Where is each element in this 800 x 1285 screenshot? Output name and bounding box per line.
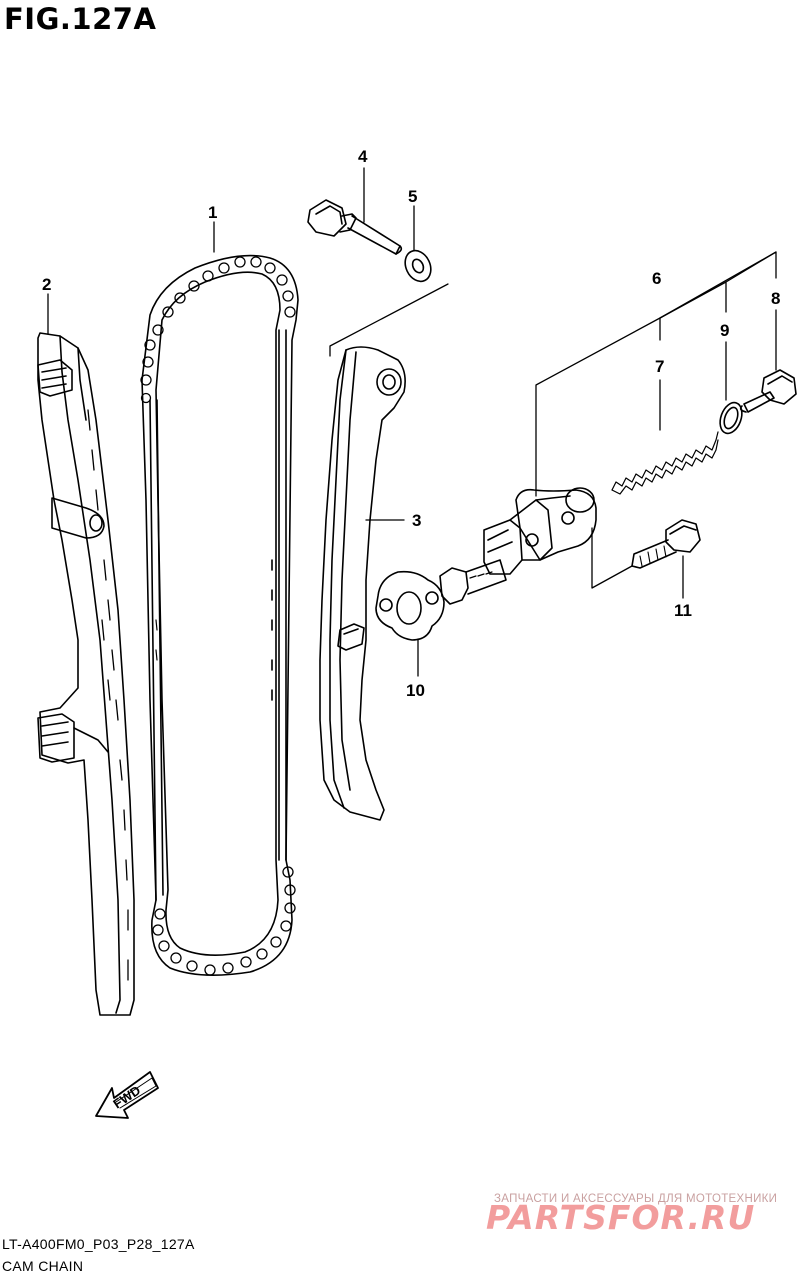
o-ring-part-9 [719, 401, 743, 435]
cap-bolt-part-8 [739, 369, 797, 413]
callout-11: 11 [674, 601, 692, 620]
tensioner-lever-part-3 [319, 346, 406, 821]
diagram-code: LT-A400FM0_P03_P28_127A [2, 1236, 195, 1252]
cam-chain-guide-part-2 [37, 332, 135, 1016]
cam-chain-part-1 [140, 254, 299, 976]
callout-7: 7 [655, 357, 664, 376]
watermark-logo: PARTSFOR.RU [486, 1198, 756, 1237]
pivot-bolt-part-4 [307, 199, 403, 255]
callout-1: 1 [208, 203, 217, 222]
figure-title: FIG.127A [4, 2, 157, 36]
callout-labels: 1 2 3 4 5 6 7 8 9 10 11 [42, 147, 780, 700]
spring-part-7 [611, 431, 719, 495]
leader-lines [47, 167, 777, 677]
callout-5: 5 [408, 187, 417, 206]
bolt-part-11 [631, 519, 701, 569]
watermark-tagline: ЗАПЧАСТИ И АКСЕССУАРЫ ДЛЯ МОТОТЕХНИКИ [494, 1193, 778, 1205]
callout-8: 8 [771, 289, 780, 308]
forward-direction-arrow: FWD [95, 1071, 159, 1119]
callout-3: 3 [412, 511, 421, 530]
callout-9: 9 [720, 321, 729, 340]
callout-10: 10 [406, 681, 425, 700]
callout-4: 4 [358, 147, 368, 166]
diagram-caption: CAM CHAIN [2, 1258, 84, 1274]
tensioner-assembly-part-6 [439, 487, 597, 605]
callout-2: 2 [42, 275, 51, 294]
callout-6: 6 [652, 269, 661, 288]
washer-part-5 [404, 249, 432, 283]
gasket-part-10 [375, 570, 445, 641]
